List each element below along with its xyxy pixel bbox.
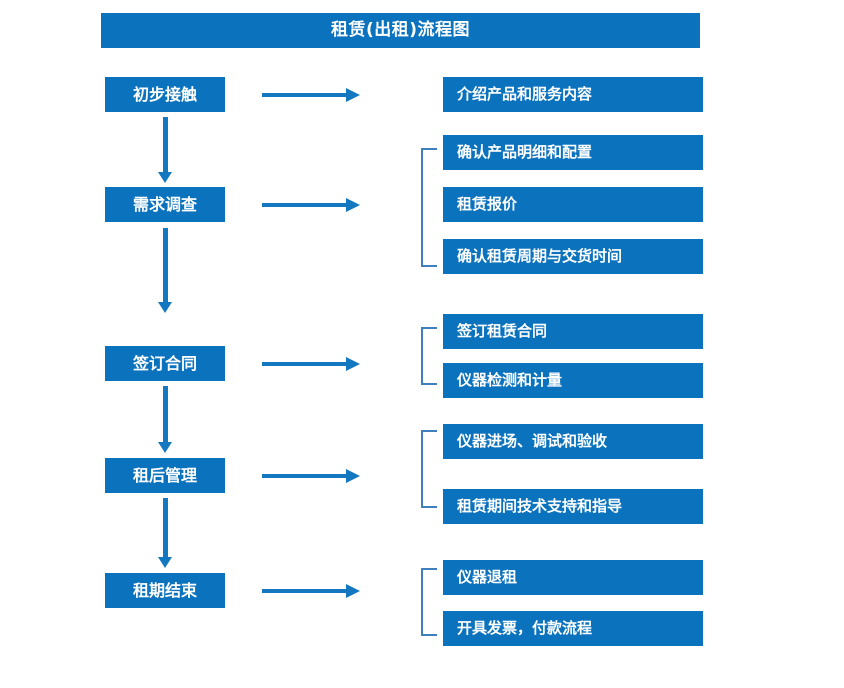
stage-box-demand-survey[interactable]: 需求调查 xyxy=(105,187,225,222)
arrow-shaft xyxy=(262,589,348,593)
stage-box-post-rental-management[interactable]: 租后管理 xyxy=(105,458,225,493)
detail-box-confirm-period-delivery[interactable]: 确认租赁周期与交货时间 xyxy=(443,239,703,274)
arrow-right-icon-sign-contract xyxy=(262,355,362,373)
arrow-right-icon-initial-contact xyxy=(262,86,362,104)
bracket-spine xyxy=(421,430,423,508)
arrow-head xyxy=(158,172,172,183)
stage-box-sign-contract[interactable]: 签订合同 xyxy=(105,346,225,381)
arrow-head xyxy=(346,198,360,212)
arrow-shaft xyxy=(163,498,168,557)
arrow-shaft xyxy=(262,203,348,207)
detail-box-introduce-products[interactable]: 介绍产品和服务内容 xyxy=(443,77,703,112)
bracket-stub-bottom xyxy=(421,506,437,508)
arrow-right-icon-rental-end xyxy=(262,582,362,600)
bracket-spine xyxy=(421,568,423,636)
arrow-shaft xyxy=(262,362,348,366)
arrow-down-icon-management-to-end xyxy=(157,498,173,568)
arrow-shaft xyxy=(262,474,348,478)
arrow-down-icon-survey-to-contract xyxy=(157,228,173,313)
arrow-shaft xyxy=(163,386,168,442)
arrow-head xyxy=(158,442,172,453)
group-bracket-post-rental-management xyxy=(421,430,443,508)
detail-box-technical-support[interactable]: 租赁期间技术支持和指导 xyxy=(443,489,703,524)
group-bracket-rental-end xyxy=(421,568,443,636)
arrow-head xyxy=(346,88,360,102)
group-bracket-sign-contract xyxy=(421,327,443,385)
arrow-head xyxy=(346,469,360,483)
arrow-shaft xyxy=(163,228,168,302)
detail-box-instrument-entry-debug-acceptance[interactable]: 仪器进场、调试和验收 xyxy=(443,424,703,459)
bracket-stub-top xyxy=(421,430,437,432)
arrow-head xyxy=(346,584,360,598)
arrow-head xyxy=(158,302,172,313)
stage-box-rental-end[interactable]: 租期结束 xyxy=(105,573,225,608)
bracket-stub-top xyxy=(421,148,437,150)
arrow-right-icon-post-rental-management xyxy=(262,467,362,485)
group-bracket-demand-survey xyxy=(421,148,443,267)
detail-box-invoice-payment[interactable]: 开具发票，付款流程 xyxy=(443,611,703,646)
bracket-spine xyxy=(421,148,423,267)
detail-box-instrument-return[interactable]: 仪器退租 xyxy=(443,560,703,595)
arrow-head xyxy=(158,557,172,568)
bracket-stub-bottom xyxy=(421,383,437,385)
bracket-stub-top xyxy=(421,327,437,329)
stage-box-initial-contact[interactable]: 初步接触 xyxy=(105,77,225,112)
detail-box-instrument-inspection[interactable]: 仪器检测和计量 xyxy=(443,363,703,398)
arrow-shaft xyxy=(262,93,348,97)
detail-box-sign-rental-contract[interactable]: 签订租赁合同 xyxy=(443,314,703,349)
arrow-head xyxy=(346,357,360,371)
bracket-stub-bottom xyxy=(421,634,437,636)
diagram-title: 租赁(出租)流程图 xyxy=(101,13,700,48)
detail-box-confirm-product-spec[interactable]: 确认产品明细和配置 xyxy=(443,135,703,170)
bracket-spine xyxy=(421,327,423,385)
arrow-right-icon-demand-survey xyxy=(262,196,362,214)
arrow-shaft xyxy=(163,117,168,172)
bracket-stub-bottom xyxy=(421,265,437,267)
arrow-down-icon-contract-to-management xyxy=(157,386,173,453)
detail-box-rental-quote[interactable]: 租赁报价 xyxy=(443,187,703,222)
bracket-stub-top xyxy=(421,568,437,570)
arrow-down-icon-contact-to-survey xyxy=(157,117,173,183)
